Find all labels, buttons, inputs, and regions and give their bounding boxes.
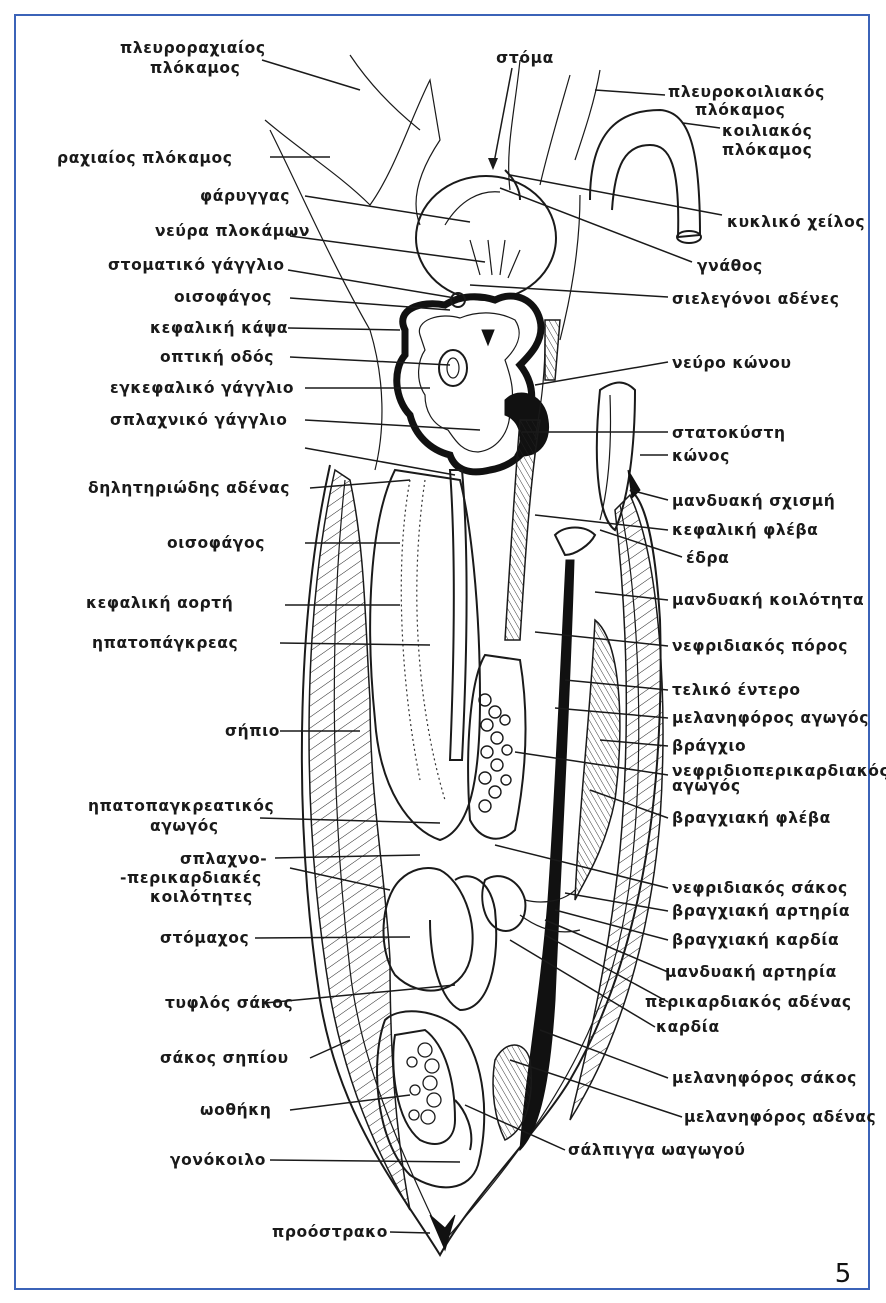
pharynx-shape bbox=[416, 176, 556, 300]
label-rectum: τελικό έντερο bbox=[672, 681, 801, 699]
label-mouth: στόμα bbox=[496, 49, 554, 67]
stomach-shape bbox=[384, 868, 473, 991]
label-visceral-ganglion: σπλαχνικό γάγγλιο bbox=[110, 411, 287, 429]
label-funnel-nerve: νεύρο κώνου bbox=[672, 354, 792, 372]
gill-shape bbox=[575, 620, 620, 900]
label-stomach: στόμαχος bbox=[160, 929, 249, 947]
label-pharynx: φάρυγγας bbox=[200, 187, 290, 205]
sepion-shape bbox=[309, 470, 410, 1210]
label-oviduct-funnel: σάλπιγγα ωαγωγού bbox=[568, 1141, 745, 1159]
label-ink-gland: μελανηφόρος αδένας bbox=[684, 1108, 876, 1126]
label-optic-tract: οπτική οδός bbox=[160, 348, 274, 366]
label-ventral-arm: κοιλιακός πλόκαμος bbox=[722, 122, 818, 159]
label-gonocoel: γονόκοιλο bbox=[170, 1151, 266, 1169]
label-buccal-ganglion: στοματικό γάγγλιο bbox=[108, 256, 285, 274]
label-branchial-vein: βραγχιακή φλέβα bbox=[672, 809, 831, 827]
label-circular-lip: κυκλικό χείλος bbox=[727, 213, 865, 231]
label-jaw: γνάθος bbox=[697, 257, 763, 275]
label-sepion-sac: σάκος σηπίου bbox=[160, 1049, 289, 1067]
label-cephalic-vein: κεφαλική φλέβα bbox=[672, 521, 818, 539]
label-lateroventral-arm: πλευροκοιλιακός πλόκαμος bbox=[668, 83, 831, 119]
label-ovary: ωοθήκη bbox=[200, 1101, 271, 1119]
label-hepatopancreatic-duct: ηπατοπαγκρεατικός αγωγός bbox=[88, 797, 280, 835]
label-cephalic-aorta: κεφαλική αορτή bbox=[86, 594, 233, 612]
label-anus: έδρα bbox=[686, 549, 729, 567]
label-poison-gland: δηλητηριώδης αδένας bbox=[88, 479, 290, 497]
label-mantle-slit: μανδυακή σχισμή bbox=[672, 492, 835, 510]
lateroventral-arm-shape bbox=[575, 70, 600, 160]
label-salivary-glands: σιελεγόνοι αδένες bbox=[672, 290, 840, 308]
page-number: 5 bbox=[835, 1259, 852, 1289]
label-renal-sac: νεφριδιακός σάκος bbox=[672, 879, 848, 897]
label-gill: βράγχιο bbox=[672, 737, 746, 755]
label-dorsolateral-arm: πλευροραχιαίος πλόκαμος bbox=[120, 39, 272, 77]
label-mantle-artery: μανδυακή αρτηρία bbox=[665, 963, 837, 981]
label-viscero-pericardial: σπλαχνο- -περικαρδιακές κοιλότητες bbox=[120, 850, 273, 906]
label-renal-pore: νεφριδιακός πόρος bbox=[672, 637, 848, 655]
label-dorsal-arm: ραχιαίος πλόκαμος bbox=[57, 149, 233, 167]
label-funnel: κώνος bbox=[672, 447, 730, 465]
ventral-arm-tube bbox=[590, 110, 700, 237]
label-ink-duct: μελανηφόρος αγωγός bbox=[672, 709, 869, 727]
label-oesophagus-lower: οισοφάγος bbox=[167, 534, 265, 552]
label-arm-nerves: νεύρα πλοκάμων bbox=[155, 222, 310, 240]
label-renopericardial-duct: νεφριδιοπερικαρδιακός αγωγός bbox=[672, 762, 886, 795]
label-mantle-cavity: μανδυακή κοιλότητα bbox=[672, 591, 864, 609]
label-cerebral-ganglion: εγκεφαλικό γάγγλιο bbox=[110, 379, 294, 397]
label-ink-sac: μελανηφόρος σάκος bbox=[672, 1069, 857, 1087]
label-cephalic-capsule: κεφαλική κάψα bbox=[150, 319, 288, 337]
label-oesophagus-upper: οισοφάγος bbox=[174, 288, 272, 306]
label-branchial-heart: βραγχιακή καρδία bbox=[672, 931, 839, 949]
label-branchial-artery: βραγχιακή αρτηρία bbox=[672, 902, 850, 920]
labels: πλευροραχιαίος πλόκαμος στόμα πλευροκοιλ… bbox=[57, 39, 886, 1289]
label-caecum: τυφλός σάκος bbox=[165, 994, 293, 1012]
label-heart: καρδία bbox=[656, 1018, 720, 1036]
label-pericardial-gland: περικαρδιακός αδένας bbox=[645, 993, 852, 1011]
label-sepion: σήπιο bbox=[225, 722, 280, 740]
label-hepatopancreas: ηπατοπάγκρεας bbox=[92, 634, 238, 652]
hepatopancreas-shape bbox=[370, 470, 480, 840]
anatomy-drawing bbox=[265, 55, 701, 1255]
label-statocyst: στατοκύστη bbox=[672, 424, 786, 442]
label-pro-ostracum: προόστρακο bbox=[272, 1223, 388, 1241]
